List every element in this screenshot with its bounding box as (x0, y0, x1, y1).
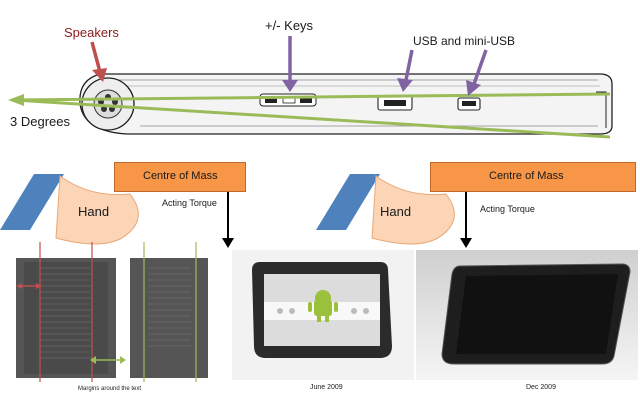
torque-diagram-left: Centre of Mass Hand Acting Torque (0, 150, 320, 400)
june-caption: June 2009 (310, 384, 343, 391)
speakers-label: Speakers (64, 25, 119, 40)
page-right (130, 258, 208, 378)
book-pages-margins (16, 242, 208, 382)
usb-label: USB and mini-USB (413, 34, 516, 48)
hand-illustration-left (0, 169, 235, 248)
angle-label: 3 Degrees (10, 114, 70, 129)
acting-torque-label-right: Acting Torque (480, 204, 535, 214)
tablet-photo-june (232, 250, 414, 380)
hand-label-left: Hand (78, 204, 110, 219)
hand-illustration-right (316, 169, 473, 248)
device-side-illustration (8, 36, 613, 139)
dec-caption: Dec 2009 (526, 384, 556, 391)
side-view-panel: Speakers +/- Keys USB and mini-USB 3 Deg… (0, 0, 640, 150)
centre-of-mass-label-left: Centre of Mass (143, 170, 218, 182)
centre-of-mass-label-right: Centre of Mass (489, 170, 564, 182)
keys-label: +/- Keys (265, 18, 314, 33)
tablet-photo-dec (416, 250, 638, 380)
torque-diagram-right: Centre of Mass Hand Acting Torque June 2… (230, 150, 640, 400)
centre-of-mass-box-left: Centre of Mass (114, 162, 246, 192)
margins-caption: Margins around the text (78, 386, 142, 392)
hand-label-right: Hand (380, 204, 412, 219)
centre-of-mass-box-right: Centre of Mass (430, 162, 636, 192)
acting-torque-label-left: Acting Torque (162, 198, 217, 208)
